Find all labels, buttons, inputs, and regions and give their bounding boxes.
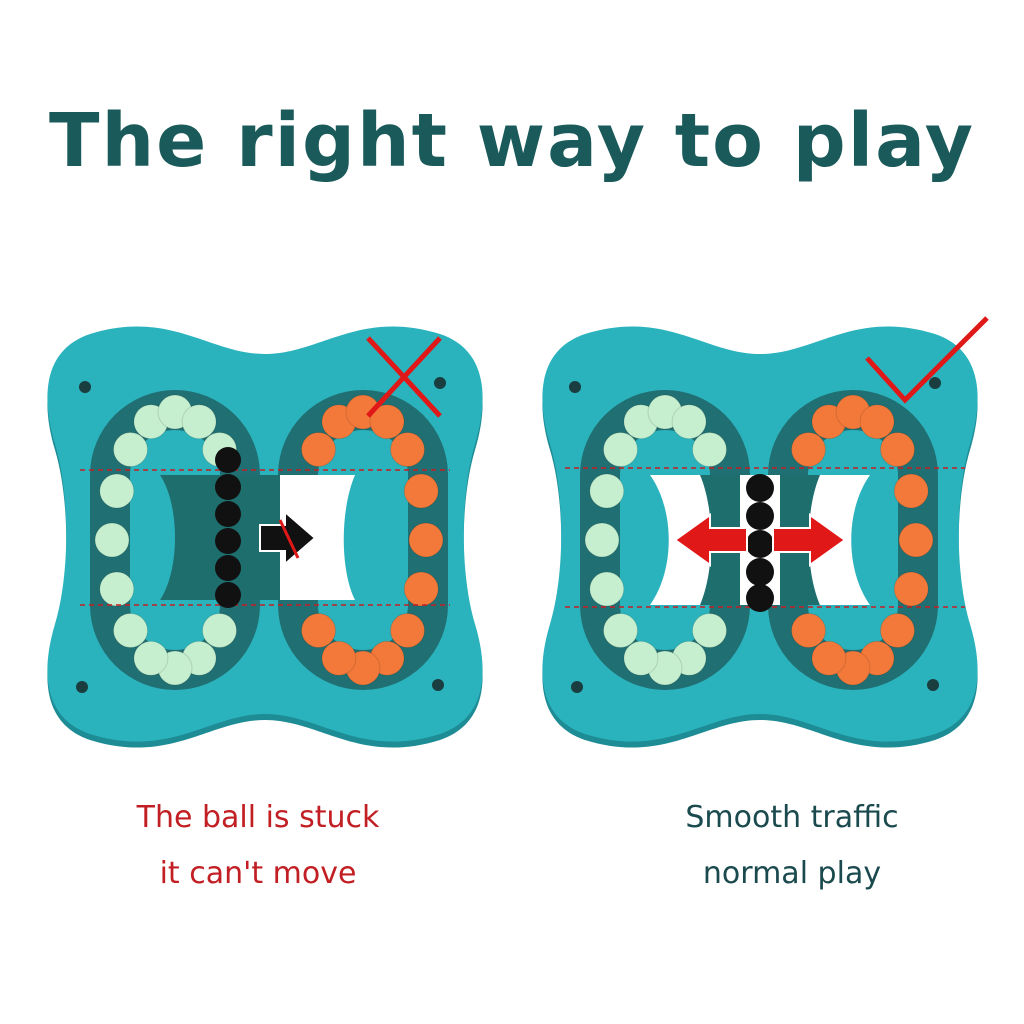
stuck-caption-line-2: it can't move bbox=[159, 856, 357, 891]
ball bbox=[893, 571, 929, 607]
smooth-toy-illustration bbox=[525, 316, 995, 760]
ball bbox=[390, 432, 425, 467]
ball bbox=[898, 522, 934, 558]
smooth-toy-svg bbox=[542, 316, 989, 748]
ball bbox=[403, 473, 439, 509]
stuck-caption: The ball is stuck it can't move bbox=[38, 790, 478, 902]
ball bbox=[321, 640, 357, 676]
ball bbox=[99, 473, 135, 509]
ball bbox=[390, 613, 425, 648]
check-icon bbox=[865, 316, 989, 404]
ball bbox=[301, 432, 336, 467]
ball bbox=[603, 613, 638, 648]
ball bbox=[603, 432, 638, 467]
stuck-caption-line-1: The ball is stuck bbox=[136, 800, 380, 835]
stuck-toy-illustration bbox=[30, 320, 500, 760]
ball bbox=[133, 640, 169, 676]
ball bbox=[589, 571, 625, 607]
ball bbox=[791, 613, 826, 648]
ball bbox=[301, 613, 336, 648]
ball bbox=[403, 571, 439, 607]
ball bbox=[94, 522, 130, 558]
ball bbox=[623, 640, 659, 676]
ball bbox=[584, 522, 620, 558]
ball bbox=[99, 571, 135, 607]
orange-balls bbox=[301, 394, 444, 686]
ball bbox=[113, 432, 148, 467]
page-title: The right way to play bbox=[49, 98, 975, 184]
smooth-caption-line-2: normal play bbox=[702, 856, 882, 891]
green-balls bbox=[584, 394, 727, 686]
blocked-arrow-icon bbox=[259, 509, 317, 567]
ball bbox=[369, 404, 405, 440]
smooth-caption: Smooth traffic normal play bbox=[572, 790, 1012, 902]
ball bbox=[671, 404, 707, 440]
ball bbox=[880, 613, 915, 648]
ball bbox=[791, 432, 826, 467]
ball bbox=[692, 613, 727, 648]
ball bbox=[408, 522, 444, 558]
ball bbox=[880, 432, 915, 467]
cross-icon bbox=[366, 336, 442, 418]
ball bbox=[859, 404, 895, 440]
ball bbox=[692, 432, 727, 467]
smooth-caption-line-1: Smooth traffic bbox=[685, 800, 899, 835]
ball bbox=[181, 404, 217, 440]
green-balls bbox=[94, 394, 237, 686]
double-arrow-icon bbox=[673, 513, 847, 567]
ball bbox=[113, 613, 148, 648]
center-rotor bbox=[565, 467, 965, 612]
orange-balls bbox=[791, 394, 934, 686]
stuck-toy-svg bbox=[47, 326, 483, 748]
ball bbox=[202, 613, 237, 648]
ball bbox=[893, 473, 929, 509]
ball bbox=[811, 640, 847, 676]
center-rotor bbox=[80, 447, 450, 608]
ball bbox=[589, 473, 625, 509]
